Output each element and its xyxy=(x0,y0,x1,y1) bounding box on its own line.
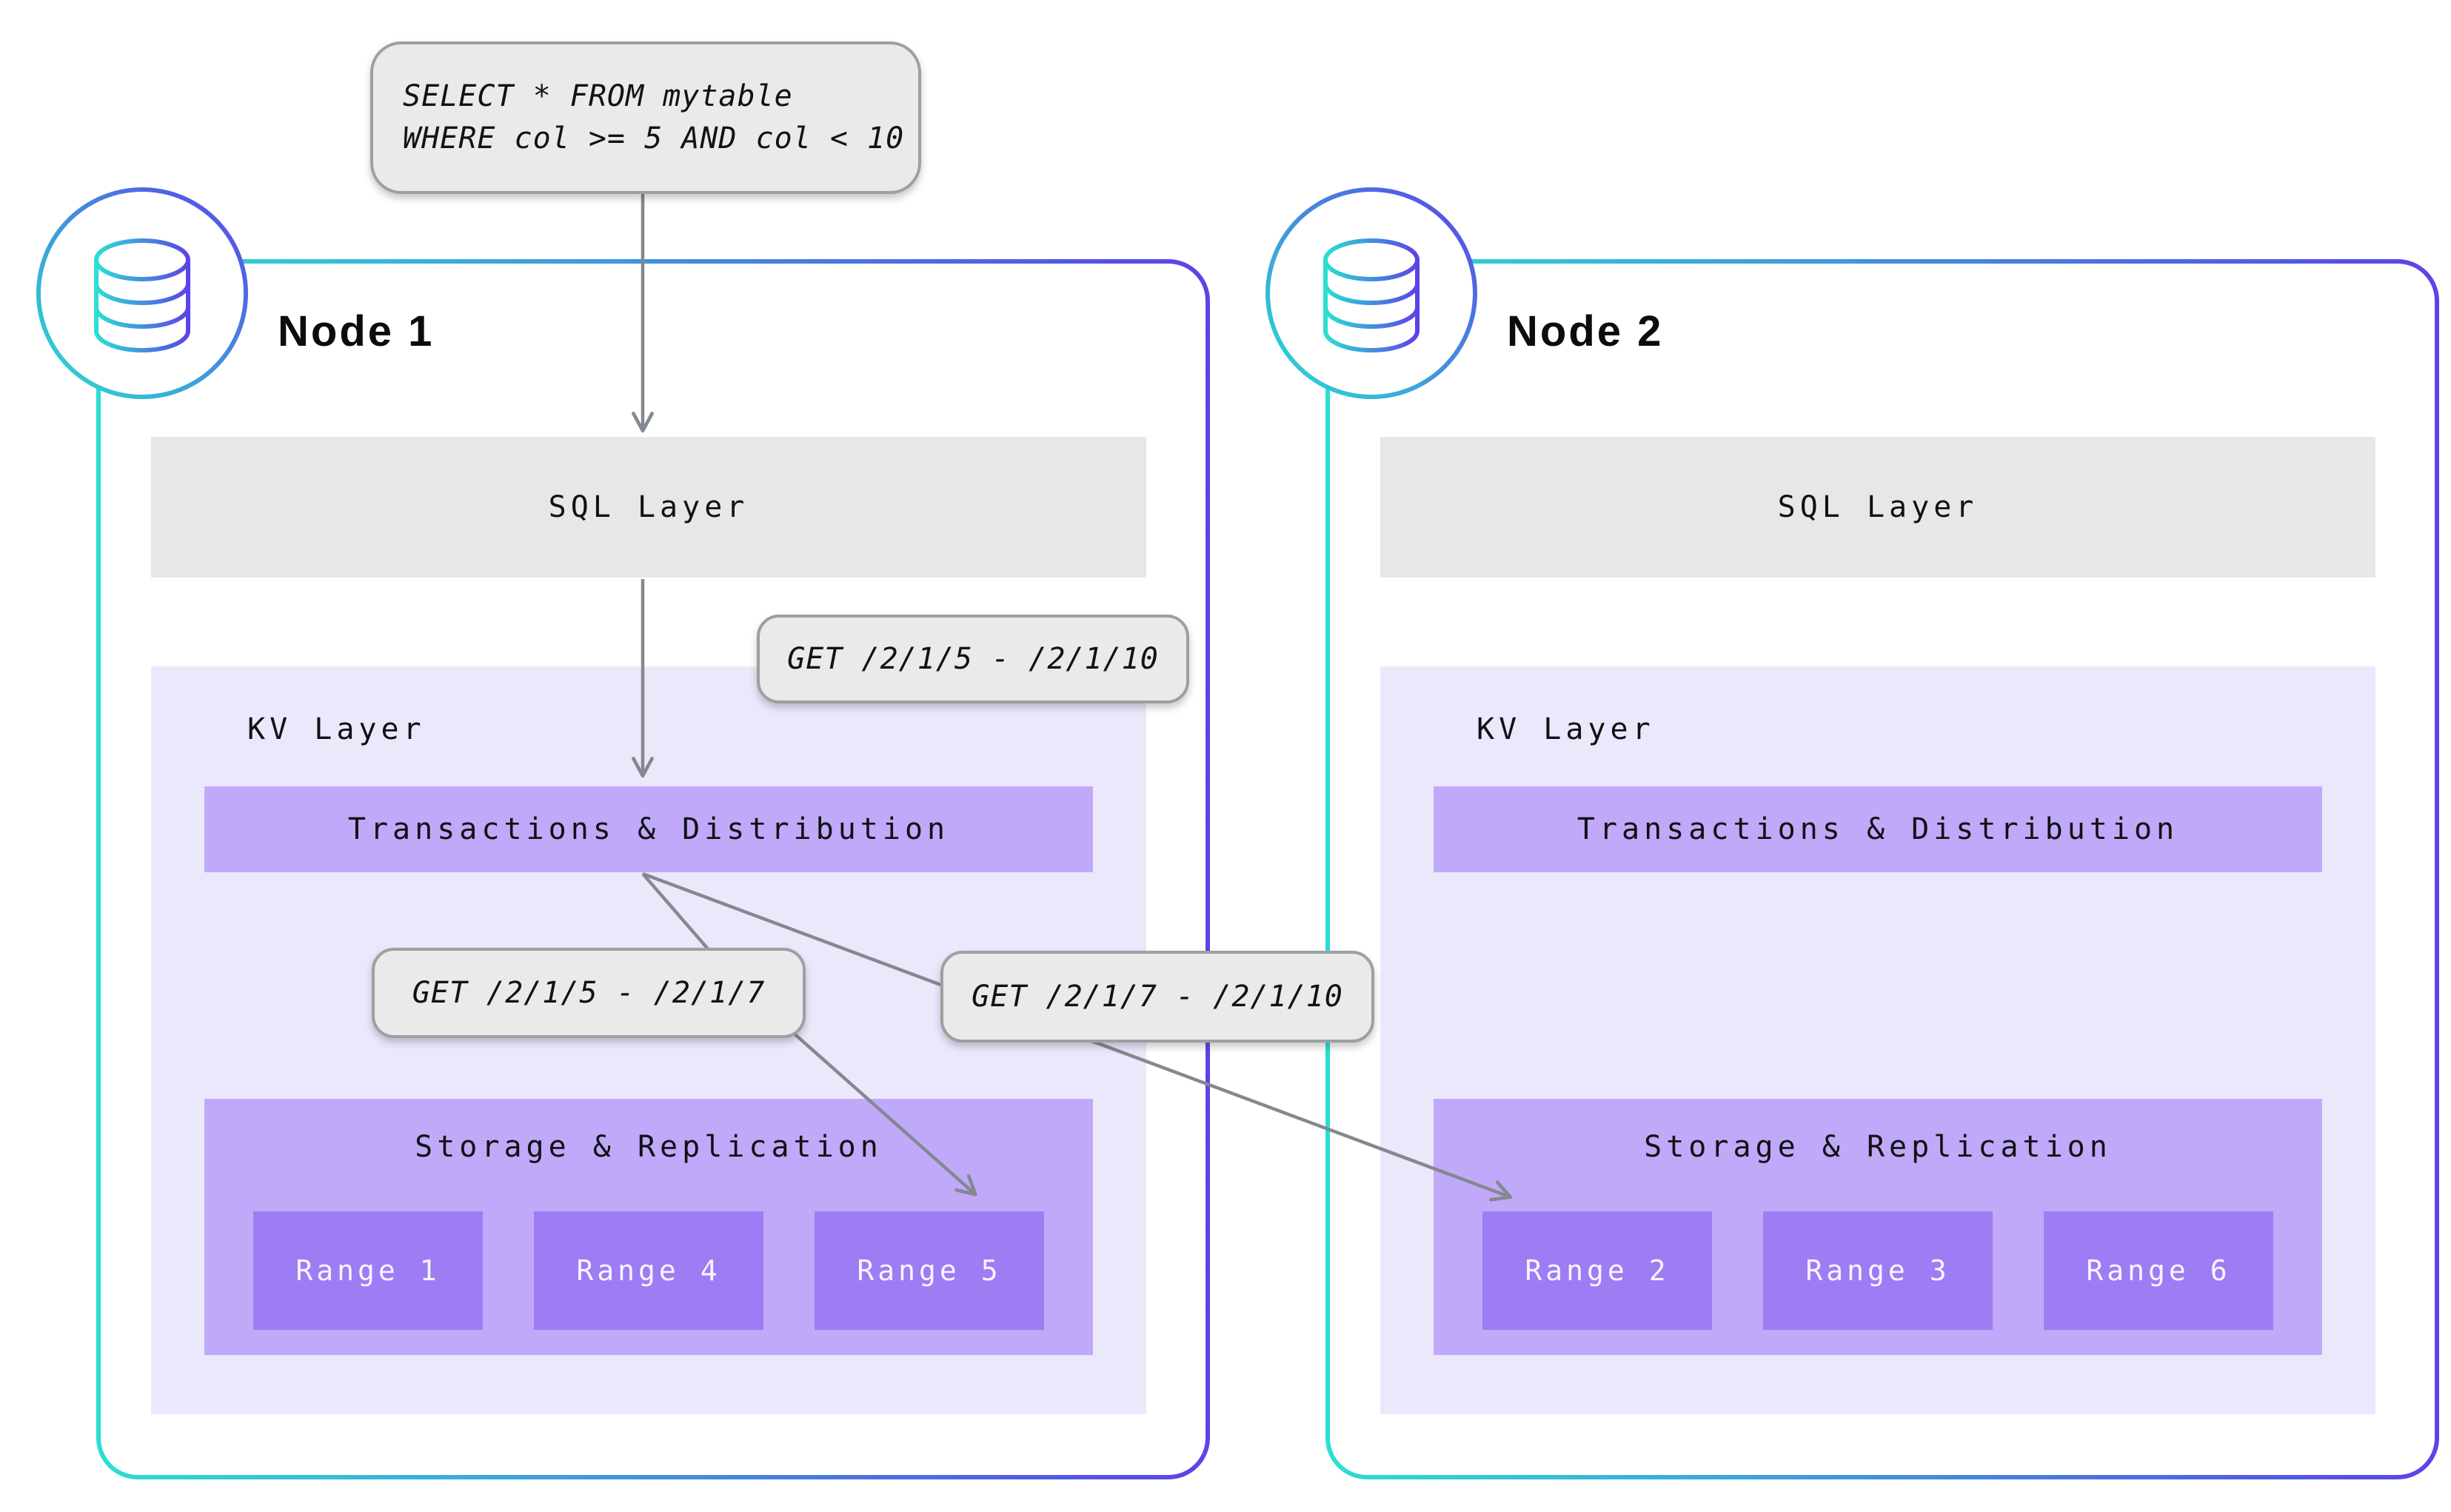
request-label-right-split: GET /2/1/7 - /2/1/10 xyxy=(940,951,1374,1043)
storage-replication-label: Storage & Replication xyxy=(1644,1130,2112,1164)
range-box: Range 5 xyxy=(815,1211,1044,1330)
node-2-title: Node 2 xyxy=(1507,307,1664,355)
node-1-title: Node 1 xyxy=(278,307,435,355)
kv-layer-label: KV Layer xyxy=(1477,712,1655,746)
sql-query-line-2: WHERE col >= 5 AND col < 10 xyxy=(403,121,905,155)
range-box: Range 2 xyxy=(1482,1211,1712,1330)
range-box: Range 1 xyxy=(253,1211,483,1330)
request-label-full-range: GET /2/1/5 - /2/1/10 xyxy=(757,615,1189,703)
sql-query-bubble: SELECT * FROM mytable WHERE col >= 5 AND… xyxy=(370,41,921,194)
request-label-left-split: GET /2/1/5 - /2/1/7 xyxy=(372,948,806,1038)
node-2-kv-layer: KV Layer Transactions & Distribution Sto… xyxy=(1380,666,2375,1414)
range-box: Range 6 xyxy=(2044,1211,2273,1330)
transactions-distribution-label: Transactions & Distribution xyxy=(1576,812,2179,846)
database-icon xyxy=(36,187,248,399)
database-icon xyxy=(1265,187,1477,399)
sql-query-line-1: SELECT * FROM mytable xyxy=(403,79,793,113)
node-2-container: Node 2 SQL Layer KV Layer Transactions &… xyxy=(1325,259,2439,1479)
sql-layer-label: SQL Layer xyxy=(1777,490,1979,524)
sql-layer-label: SQL Layer xyxy=(548,490,749,524)
node-2-transactions-distribution-bar: Transactions & Distribution xyxy=(1434,786,2322,872)
node-1-container: Node 1 SQL Layer KV Layer Transactions &… xyxy=(96,259,1210,1479)
node-2-sql-layer: SQL Layer xyxy=(1380,437,2375,578)
transactions-distribution-label: Transactions & Distribution xyxy=(347,812,950,846)
range-box: Range 4 xyxy=(534,1211,763,1330)
node-1-storage-replication-box: Storage & Replication Range 1 Range 4 Ra… xyxy=(204,1099,1093,1355)
node-1-transactions-distribution-bar: Transactions & Distribution xyxy=(204,786,1093,872)
node-2-storage-replication-box: Storage & Replication Range 2 Range 3 Ra… xyxy=(1434,1099,2322,1355)
kv-layer-label: KV Layer xyxy=(247,712,426,746)
range-box: Range 3 xyxy=(1763,1211,1993,1330)
node-1-sql-layer: SQL Layer xyxy=(151,437,1146,578)
storage-replication-label: Storage & Replication xyxy=(415,1130,883,1164)
